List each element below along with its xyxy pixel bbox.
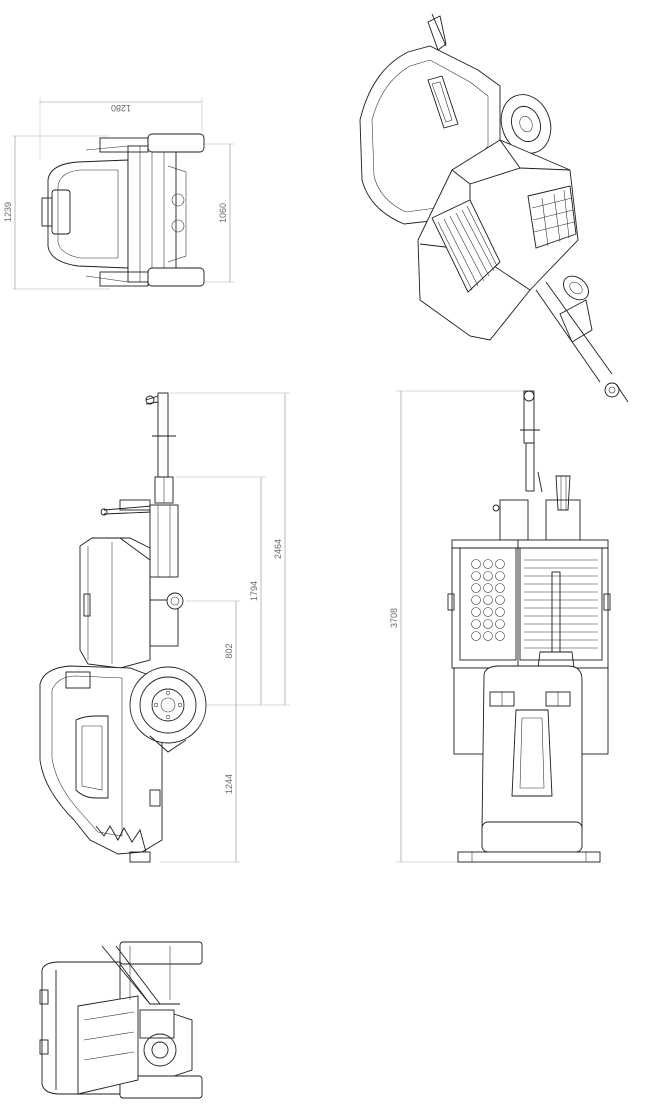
dim-side-drawbar: 2464 xyxy=(273,539,283,559)
isometric-view xyxy=(359,13,629,403)
front-view: 3708 xyxy=(389,390,611,863)
dim-top-width: 1280 xyxy=(111,103,131,113)
bottom-view xyxy=(39,941,203,1099)
dim-top-track: 1060 xyxy=(218,203,228,223)
side-view: 2464 1794 802 1244 xyxy=(39,392,290,863)
dim-side-rear-overhang: 1244 xyxy=(224,774,234,794)
dim-top-height: 1239 xyxy=(3,202,13,222)
dim-side-axle-cg: 802 xyxy=(224,643,234,658)
dim-side-drawbar-axle: 1794 xyxy=(249,581,259,601)
top-view: 1280 1239 1060 xyxy=(3,98,234,290)
dim-overall-length: 3708 xyxy=(389,608,399,628)
